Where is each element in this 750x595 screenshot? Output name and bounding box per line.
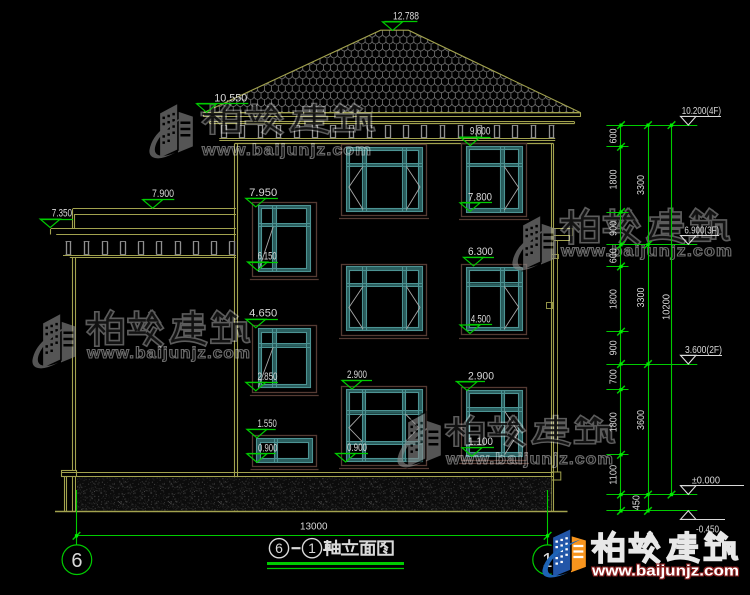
svg-text:7.350: 7.350 <box>52 208 72 220</box>
svg-text:3600: 3600 <box>636 410 647 430</box>
svg-text:3300: 3300 <box>636 287 647 307</box>
svg-text:1800: 1800 <box>609 169 620 189</box>
svg-text:600: 600 <box>609 128 620 143</box>
svg-text:12.788: 12.788 <box>393 10 419 22</box>
svg-text:1.550: 1.550 <box>258 418 277 430</box>
svg-text:7.950: 7.950 <box>249 187 277 199</box>
svg-text:900: 900 <box>609 221 620 236</box>
svg-text:4.650: 4.650 <box>249 308 277 320</box>
svg-text:6.900(3F): 6.900(3F) <box>684 225 719 236</box>
svg-text:2.850: 2.850 <box>258 371 278 383</box>
svg-text:1: 1 <box>308 540 316 556</box>
svg-text:www.baijunjz.com: www.baijunjz.com <box>560 243 733 260</box>
svg-text:6.300: 6.300 <box>468 246 493 258</box>
svg-text:www.baijunjz.com: www.baijunjz.com <box>591 563 739 580</box>
svg-text:www.baijunjz.com: www.baijunjz.com <box>86 345 251 362</box>
svg-text:1100: 1100 <box>609 464 620 484</box>
svg-text:6.150: 6.150 <box>258 251 277 263</box>
svg-text:7.800: 7.800 <box>468 191 492 203</box>
svg-text:0.900: 0.900 <box>347 442 367 454</box>
svg-text:10200: 10200 <box>662 294 673 320</box>
svg-text:6: 6 <box>275 540 283 556</box>
svg-text:3300: 3300 <box>636 175 647 195</box>
svg-text:10.200(4F): 10.200(4F) <box>682 106 721 117</box>
svg-text:600: 600 <box>609 248 620 263</box>
svg-text:±0.000: ±0.000 <box>692 476 721 487</box>
svg-text:7.900: 7.900 <box>152 188 174 200</box>
svg-text:1800: 1800 <box>609 289 620 309</box>
svg-text:900: 900 <box>609 340 620 355</box>
svg-text:1800: 1800 <box>609 412 620 432</box>
svg-text:www.baijunjz.com: www.baijunjz.com <box>201 142 372 159</box>
svg-text:-0.450: -0.450 <box>696 525 719 536</box>
svg-text:0.900: 0.900 <box>258 442 277 454</box>
svg-text:700: 700 <box>609 369 620 384</box>
svg-text:6: 6 <box>71 550 82 572</box>
svg-text:9.600: 9.600 <box>470 126 491 138</box>
svg-text:1.100: 1.100 <box>468 436 493 448</box>
svg-text:450: 450 <box>632 495 643 510</box>
svg-text:2.900: 2.900 <box>468 370 494 382</box>
svg-text:www.baijunjz.com: www.baijunjz.com <box>445 451 614 468</box>
svg-text:4.500: 4.500 <box>471 314 491 326</box>
svg-text:3.600(2F): 3.600(2F) <box>685 345 722 356</box>
svg-text:10.550: 10.550 <box>214 92 247 104</box>
svg-text:2.900: 2.900 <box>347 369 367 381</box>
svg-text:13000: 13000 <box>300 521 328 533</box>
